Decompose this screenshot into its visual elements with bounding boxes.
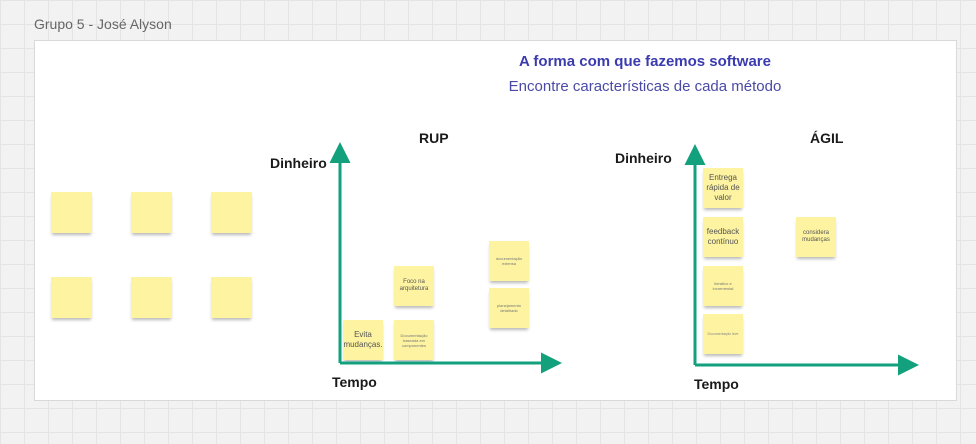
frame-title[interactable]: Grupo 5 - José Alyson xyxy=(34,16,172,32)
rup-note-evita-mudancas[interactable]: Evita mudanças. xyxy=(343,320,383,360)
rup-note-documentacao-componentes[interactable]: Documentação baseada em componentes xyxy=(394,320,434,360)
board-subheading: Encontre características de cada método xyxy=(508,78,782,95)
board-frame: A forma com que fazemos software Encontr… xyxy=(34,40,957,401)
agil-x-axis-label: Tempo xyxy=(694,376,739,392)
agil-y-axis-label: Dinheiro xyxy=(615,150,672,166)
empty-sticky-note[interactable] xyxy=(51,277,92,318)
empty-sticky-note[interactable] xyxy=(211,192,252,233)
agil-note-feedback-continuo[interactable]: feedback contínuo xyxy=(703,217,743,257)
agil-title: ÁGIL xyxy=(810,130,844,146)
board-heading: A forma com que fazemos software xyxy=(518,53,771,70)
agil-note-entrega-rapida[interactable]: Entrega rápida de valor xyxy=(703,168,743,208)
agil-note-considera-mudancas[interactable]: considera mudanças xyxy=(796,217,836,257)
rup-title: RUP xyxy=(419,130,449,146)
rup-note-foco-arquitetura[interactable]: Foco na arquitetura xyxy=(394,266,434,306)
empty-sticky-note[interactable] xyxy=(211,277,252,318)
rup-y-axis-label: Dinheiro xyxy=(270,155,327,171)
rup-note-planejamento-detalhado[interactable]: planejamento detalhado xyxy=(489,288,529,328)
rup-x-axis-label: Tempo xyxy=(332,374,377,390)
empty-sticky-note[interactable] xyxy=(51,192,92,233)
agil-note-iterativo-incremental[interactable]: iterativo e incremental xyxy=(703,266,743,306)
empty-sticky-note[interactable] xyxy=(131,192,172,233)
empty-sticky-note[interactable] xyxy=(131,277,172,318)
rup-note-documentacao-extensa[interactable]: documentação extensa xyxy=(489,241,529,281)
agil-note-documentacao-leve[interactable]: Documentação leve xyxy=(703,314,743,354)
